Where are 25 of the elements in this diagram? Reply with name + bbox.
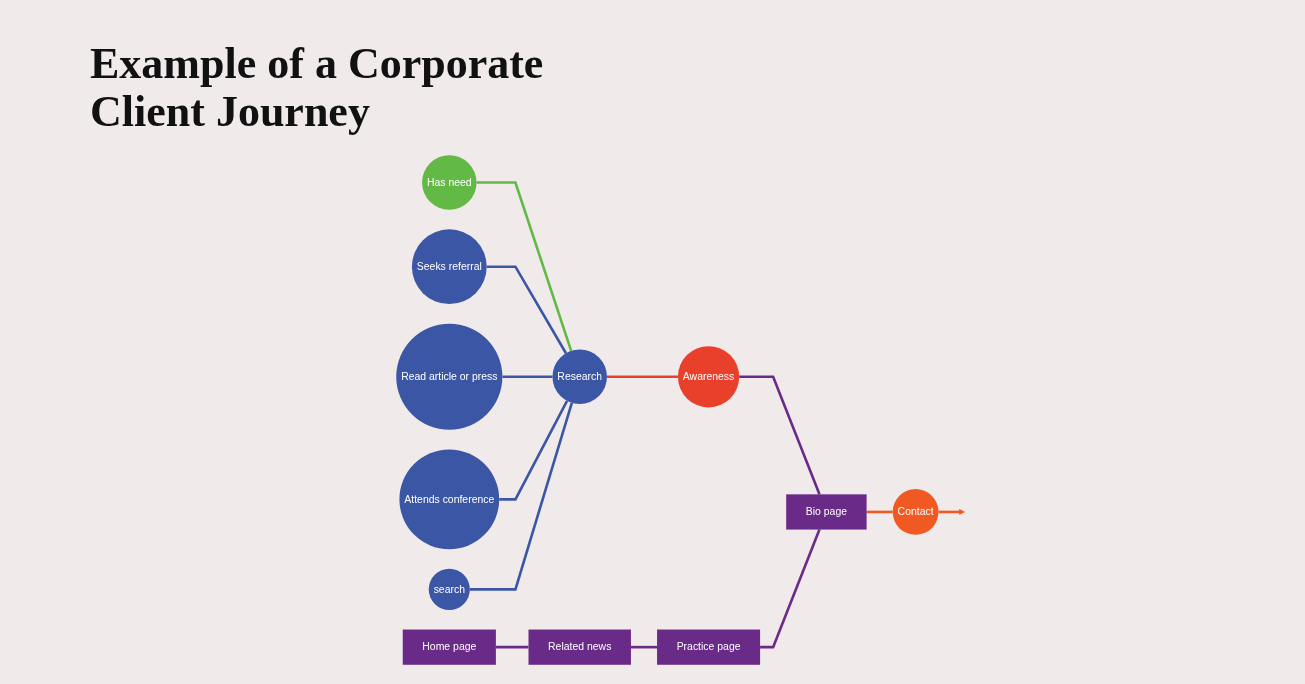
node-circle: Has need (422, 155, 477, 210)
node-box: Bio page (786, 494, 867, 530)
connector (476, 181, 573, 352)
node-box: Home page (402, 629, 496, 665)
connector (606, 375, 678, 379)
node-circle: Seeks referral (411, 229, 487, 305)
node-box: Practice page (657, 629, 761, 665)
connector (495, 645, 529, 649)
node-circle: Attends conference (399, 449, 500, 550)
connector (739, 375, 821, 495)
arrow (938, 509, 965, 515)
node-circle: Read article or press (396, 323, 503, 430)
node-circle: search (428, 568, 470, 610)
node-box: Related news (528, 629, 631, 665)
connector (469, 402, 574, 591)
node-circle: Awareness (677, 346, 740, 408)
connector (630, 645, 658, 649)
connector (486, 265, 568, 354)
node-circle: Research (552, 349, 607, 404)
title: Example of a Corporate Client Journey (90, 40, 545, 137)
connector (760, 529, 821, 649)
connector (502, 375, 553, 379)
connector (499, 400, 569, 501)
connector (866, 510, 893, 514)
node-circle: Contact (892, 489, 939, 535)
